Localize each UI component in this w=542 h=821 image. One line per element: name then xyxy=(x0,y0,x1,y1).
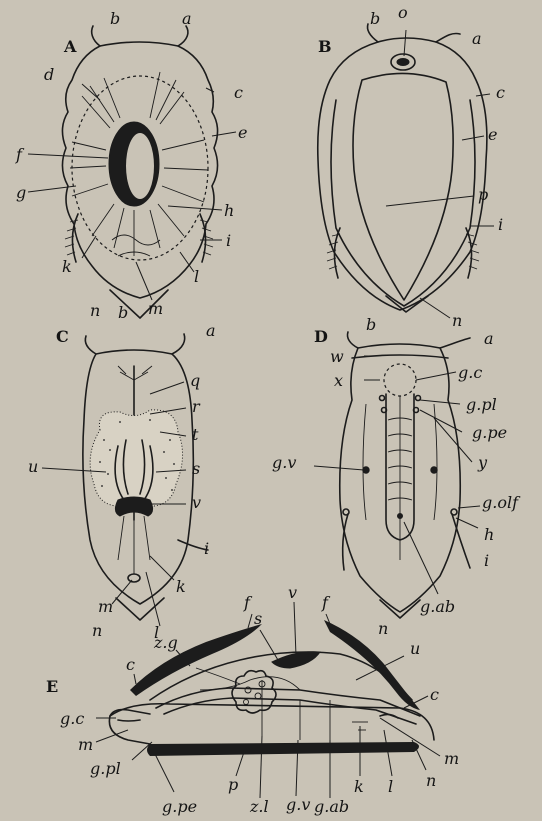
label-e-m2: m xyxy=(444,749,459,768)
label-e-gc: g.c xyxy=(60,709,84,728)
label-b-o: o xyxy=(398,3,408,22)
label-e-p: p xyxy=(228,775,238,794)
label-d-y: y xyxy=(477,453,488,472)
label-d-x: x xyxy=(334,371,343,390)
label-h: h xyxy=(224,201,234,220)
label-n: n xyxy=(90,301,100,320)
label-d-n: n xyxy=(378,619,388,638)
label-c-v: v xyxy=(192,493,201,512)
label-m: m xyxy=(148,299,163,318)
label-b-c: c xyxy=(496,83,505,102)
label-e-v: v xyxy=(288,583,297,602)
label-b-b: b xyxy=(370,9,380,28)
label-c-b: b xyxy=(118,303,128,322)
label-e-zl: z.l xyxy=(249,797,269,816)
label-c-k: k xyxy=(176,577,186,596)
label-b-p: p xyxy=(478,185,488,204)
label-d-gv: g.v xyxy=(272,453,296,472)
label-e-gpl: g.pl xyxy=(90,759,121,778)
label-b-i: i xyxy=(498,215,503,234)
label-e-n: n xyxy=(426,771,436,790)
label-c-t: t xyxy=(192,425,199,444)
label-e-gab: g.ab xyxy=(314,797,349,816)
label-e-gv: g.v xyxy=(286,795,310,814)
label-c-a: a xyxy=(206,321,216,340)
label-i: i xyxy=(226,231,231,250)
label-e-m1: m xyxy=(78,735,93,754)
label-e-zg: z.g xyxy=(153,633,178,652)
label-k: k xyxy=(62,257,72,276)
label-d: d xyxy=(44,65,54,84)
label-d-w: w xyxy=(330,347,344,366)
label-d-b: b xyxy=(366,315,376,334)
panel-a-title: A xyxy=(63,37,77,56)
label-e-gpe: g.pe xyxy=(162,797,197,816)
label-l: l xyxy=(194,267,199,286)
label-e-c2: c xyxy=(430,685,439,704)
panel-e-title: E xyxy=(46,677,58,696)
label-c-n: n xyxy=(92,621,102,640)
label-e: e xyxy=(238,123,247,142)
label-d-golf: g.olf xyxy=(482,493,521,512)
label-c-i: i xyxy=(204,539,209,558)
label-c-r: r xyxy=(192,397,201,416)
label-e-l: l xyxy=(388,777,393,796)
panel-b-title: B xyxy=(318,37,332,56)
label-b: b xyxy=(110,9,120,28)
label-d-gpe: g.pe xyxy=(472,423,507,442)
panel-c-title: C xyxy=(56,327,69,346)
label-a: a xyxy=(182,9,192,28)
label-d-gpl: g.pl xyxy=(466,395,497,414)
label-e-k: k xyxy=(354,777,364,796)
label-c: c xyxy=(234,83,243,102)
label-b-n: n xyxy=(452,311,462,330)
label-d-gab: g.ab xyxy=(420,597,455,616)
label-g: g xyxy=(16,183,26,202)
label-b-e: e xyxy=(488,125,497,144)
label-c-m: m xyxy=(98,597,113,616)
label-c-u: u xyxy=(28,457,38,476)
label-c-s: s xyxy=(192,459,200,478)
label-d-a: a xyxy=(484,329,494,348)
label-d-h: h xyxy=(484,525,494,544)
label-b-a: a xyxy=(472,29,482,48)
label-e-s: s xyxy=(254,609,262,628)
label-c-q: q xyxy=(190,371,200,390)
label-e-c1: c xyxy=(126,655,135,674)
label-d-gc: g.c xyxy=(458,363,482,382)
label-d-i: i xyxy=(484,551,489,570)
panel-d-title: D xyxy=(314,327,328,346)
label-e-u: u xyxy=(410,639,420,658)
